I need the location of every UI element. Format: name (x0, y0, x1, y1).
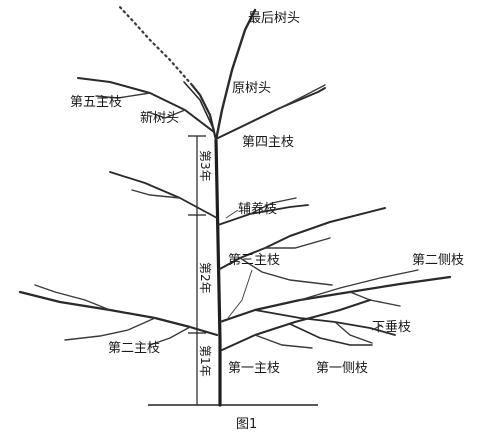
leader-third-scaffold (227, 269, 253, 319)
label-second-scaffold: 第二主枝 (108, 341, 160, 356)
second-lateral-branch (218, 275, 452, 324)
label-third-scaffold: 第三主枝 (228, 253, 280, 268)
original-leader-dotted (116, 3, 194, 87)
label-fifth-scaffold: 第五主枝 (70, 95, 122, 110)
trunk (214, 138, 222, 407)
year-dimension-bar (188, 135, 206, 405)
label-year-1: 第1年 (198, 345, 212, 377)
label-drooping-branch: 下垂枝 (372, 320, 411, 335)
label-first-scaffold: 第一主枝 (228, 361, 280, 376)
nurse-branch-right (217, 204, 309, 226)
first-lateral-branch (289, 323, 373, 346)
new-leader-branch (183, 81, 215, 131)
third-scaffold-branch (217, 207, 386, 271)
label-second-lateral: 第二侧枝 (412, 253, 464, 268)
figure-caption: 图1 (236, 417, 257, 432)
label-new-leader: 新树头 (140, 110, 179, 126)
label-fourth-scaffold: 第四主枝 (242, 135, 294, 150)
label-year-3: 第3年 (198, 150, 212, 182)
leader-nurse (225, 209, 239, 219)
second-scaffold-branch (18, 290, 219, 337)
label-original-leader: 原树头 (232, 81, 271, 96)
label-first-lateral: 第一侧枝 (316, 361, 368, 376)
label-year-2: 第2年 (198, 262, 212, 294)
label-final-leader: 最后树头 (248, 11, 300, 26)
first-scaffold-branch (221, 299, 371, 351)
final-leader-branch (214, 8, 257, 142)
label-nurse-branch: 辅养枝 (238, 201, 277, 217)
leader-drooping (371, 324, 383, 331)
nurse-branch-left (109, 171, 218, 219)
